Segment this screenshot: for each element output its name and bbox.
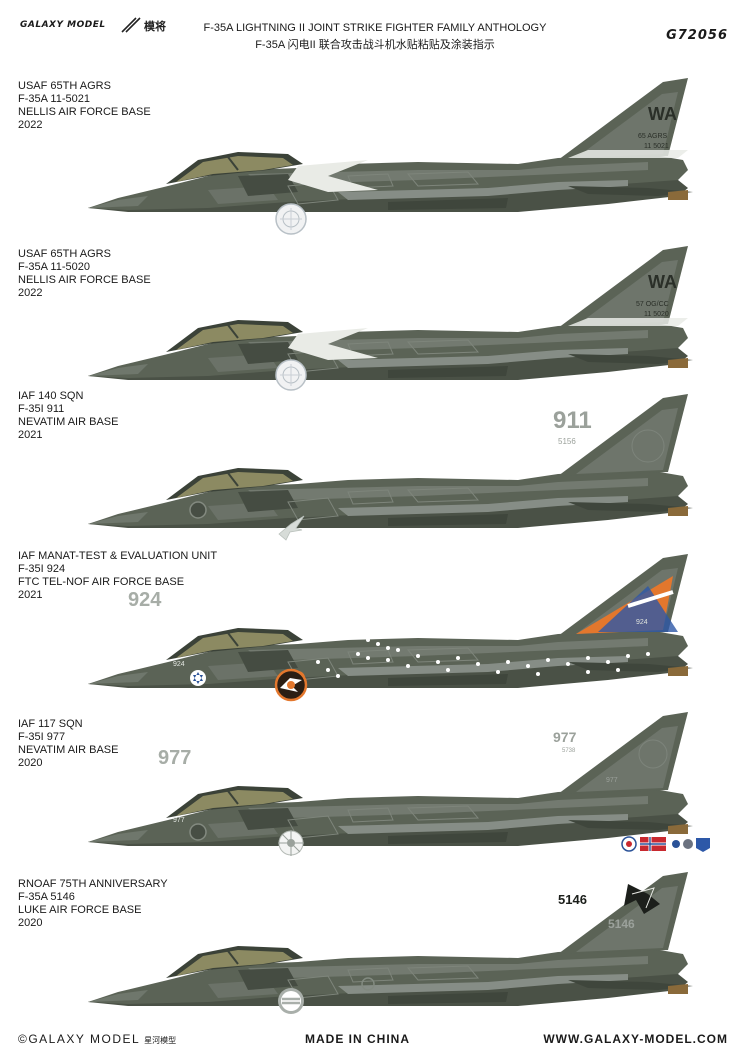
year: 2020 [18,757,43,769]
squadron-badge-icon [275,359,307,391]
tail-unit: 65 AGRS [638,133,668,140]
iaf-roundel-lowvis [189,823,207,841]
website-label: WWW.GALAXY-MODEL.COM [543,1032,728,1046]
base-name: NEVATIM AIR BASE [18,744,119,756]
year: 2020 [18,917,43,929]
base-name: LUKE AIR FORCE BASE [18,904,142,916]
base-name: NEVATIM AIR BASE [18,416,119,428]
made-in-label: MADE IN CHINA [305,1032,410,1046]
aircraft-serial: F-35I 924 [18,563,66,575]
rnoaf-badges-icon [621,836,710,852]
nose-number: 924 [173,661,185,668]
brand-logo-icon: 模将 [121,17,166,33]
unit-name: IAF 117 SQN [18,718,83,730]
tail-blue-stripe [598,586,678,632]
rnoaf-roundel-icon [278,988,304,1014]
tail-code: WA [648,104,677,124]
base-name: NELLIS AIR FORCE BASE [18,106,151,118]
page-title-cn: F-35A 闪电II 联合攻击战斗机水贴粘贴及涂装指示 [255,39,495,51]
tail-serial: 11 5020 [644,311,669,318]
tail-serial: 5146 [608,917,635,931]
squadron-patch-icon [274,668,308,702]
serial-large: 924 [128,589,162,611]
base-name: NELLIS AIR FORCE BASE [18,274,151,286]
aircraft-serial: F-35A 11-5020 [18,261,90,273]
tail-serial-large: 911 [553,407,592,434]
profile-label-5: IAF 117 SQN F-35I 977 NEVATIM AIR BASE 2… [18,718,118,770]
tail-unit: 57 OG/CC [636,301,669,308]
brand-logo-cn: 模将 [144,19,166,33]
copyright-text: ©GALAXY MODEL [18,1032,141,1046]
copyright-cn: 星河模型 [144,1036,177,1045]
tail-serial: 11 5021 [644,143,669,150]
unit-name: USAF 65TH AGRS [18,248,111,260]
unit-name: IAF 140 SQN [18,390,84,402]
iaf-roundel [190,670,206,686]
unit-name: IAF MANAT-TEST & EVALUATION UNIT [18,550,218,562]
anniversary-tail-art [624,884,660,914]
page-title: F-35A LIGHTNING II JOINT STRIKE FIGHTER … [203,22,547,34]
brand-logo-text: GALAXY MODEL [20,20,106,30]
aircraft-profile-6: 5146 5146 [88,871,694,1006]
aircraft-serial: F-35A 5146 [18,891,75,903]
aircraft-serial: F-35I 911 [18,403,65,415]
aircraft-profile-1: WA 65 AGRS 11 5021 [88,77,694,212]
usaf-chevron [288,160,378,192]
profile-label-2: USAF 65TH AGRS F-35A 11-5020 NELLIS AIR … [18,248,151,300]
aircraft-serial: F-35A 11-5021 [18,93,90,105]
iaf-roundel-lowvis [189,501,207,519]
tail-serial: 977 [606,777,618,784]
tail-serial: 924 [636,619,648,626]
tail-serial-small: 5738 [562,748,576,754]
aircraft-profile-4: 924 924 924 [88,553,694,688]
profile-label-6: RNOAF 75TH ANNIVERSARY F-35A 5146 LUKE A… [18,878,168,930]
tail-serial-large: 977 [553,729,577,745]
aircraft-profile-2: WA 57 OG/CC 11 5020 [88,245,694,380]
year: 2021 [18,589,43,601]
year: 2021 [18,429,43,441]
base-name: FTC TEL-NOF AIR FORCE BASE [18,576,185,588]
unit-name: RNOAF 75TH ANNIVERSARY [18,878,168,890]
nose-number: 977 [173,817,185,824]
aircraft-serial: F-35I 977 [18,731,66,743]
profile-label-4: IAF MANAT-TEST & EVALUATION UNIT F-35I 9… [18,550,217,602]
product-code: G72056 [666,28,728,43]
profile-label-1: USAF 65TH AGRS F-35A 11-5021 NELLIS AIR … [18,80,151,132]
profile-label-3: IAF 140 SQN F-35I 911 NEVATIM AIR BASE 2… [18,390,118,442]
unit-name: USAF 65TH AGRS [18,80,111,92]
serial-large: 977 [158,747,191,769]
tail-serial-black: 5146 [558,892,587,907]
aircraft-profile-3: 911 5156 [88,393,694,528]
year: 2022 [18,287,43,299]
tail-code: WA [648,272,677,292]
compass-emblem-icon [278,830,304,856]
bird-emblem-icon [278,515,305,541]
usaf-chevron [288,328,378,360]
squadron-badge-icon [275,203,307,235]
aircraft-profile-5: 977 977 977 5738 977 [88,711,694,846]
tail-serial-small: 5156 [558,437,576,446]
year: 2022 [18,119,43,131]
